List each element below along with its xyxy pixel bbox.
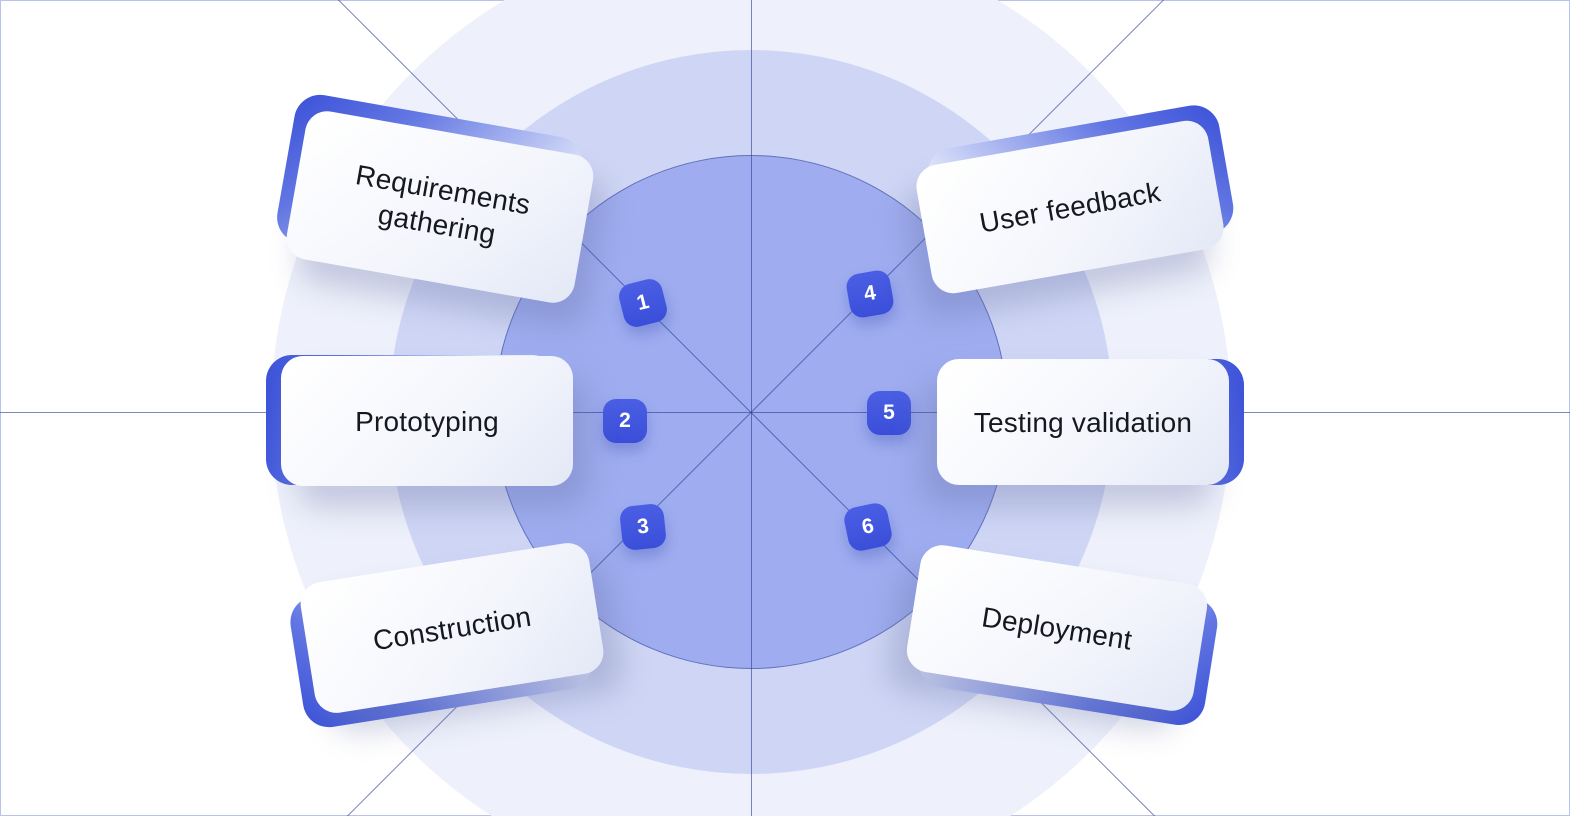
step-card-prototyping: Prototyping	[266, 355, 573, 486]
step-badge-4: 4	[844, 268, 896, 320]
radial-line-vertical	[751, 0, 752, 816]
card-label: Prototyping	[281, 356, 573, 486]
step-badge-2: 2	[603, 399, 647, 443]
step-number: 3	[635, 514, 650, 539]
step-card-testing-validation: Testing validation	[937, 359, 1244, 485]
card-label: Testing validation	[937, 359, 1229, 485]
step-number: 1	[634, 289, 652, 316]
step-badge-3: 3	[618, 502, 668, 552]
step-badge-5: 5	[867, 391, 911, 435]
step-number: 2	[619, 409, 631, 432]
step-number: 5	[883, 401, 895, 424]
radial-line-horizontal	[0, 412, 1570, 413]
step-number: 4	[862, 281, 878, 306]
step-number: 6	[859, 514, 877, 539]
